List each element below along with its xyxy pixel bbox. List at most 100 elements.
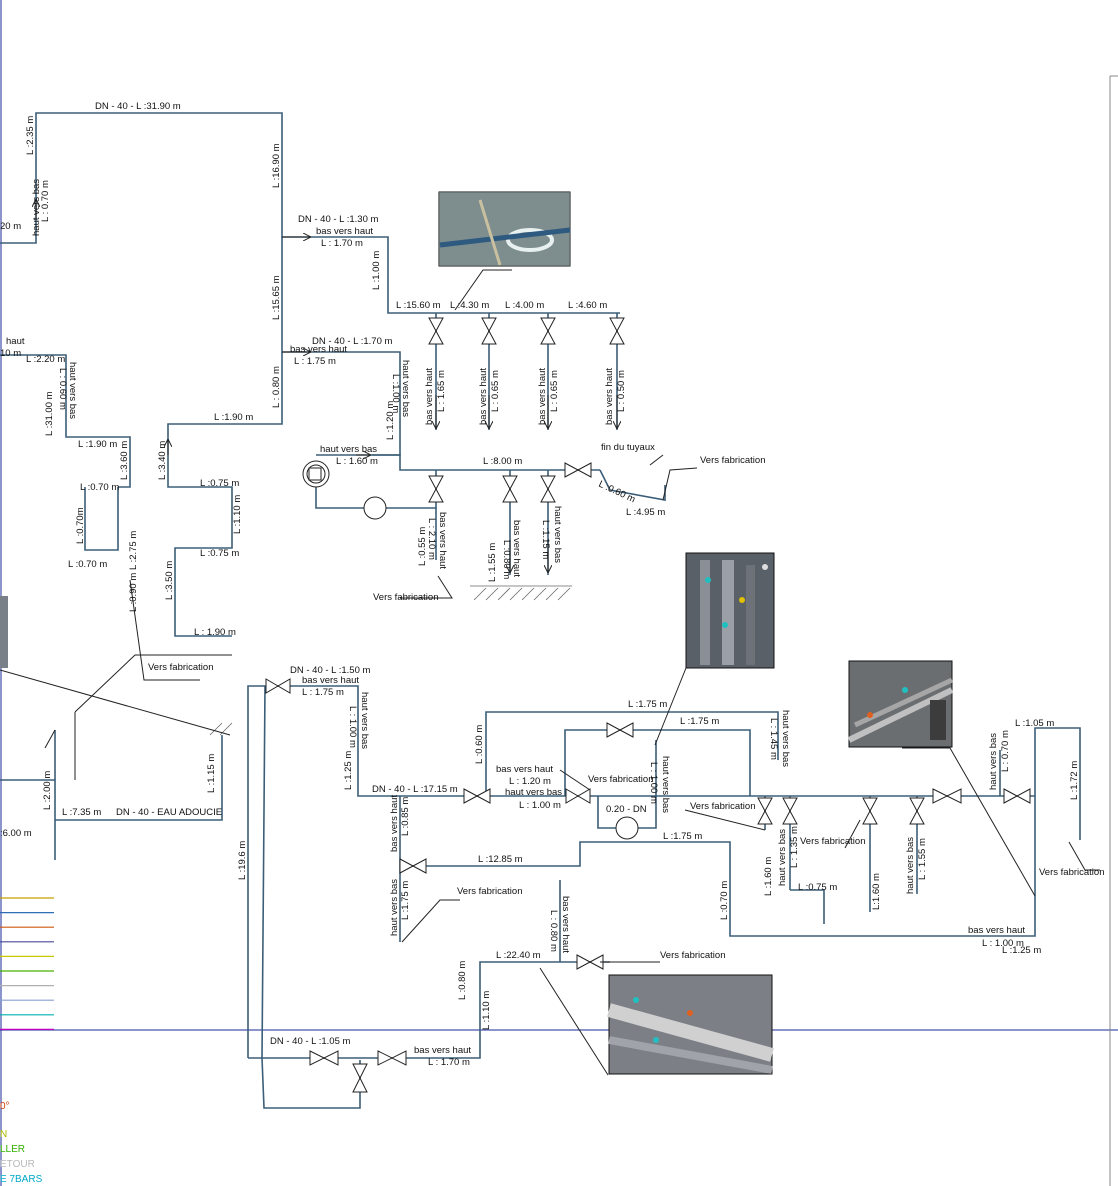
label: L :2.35 m <box>25 116 36 155</box>
label: L : 1.75 m <box>294 356 336 367</box>
valve <box>909 797 925 825</box>
flow-arrows <box>36 200 617 572</box>
label: L :0.90 m <box>128 573 139 612</box>
label: bas vers haut <box>560 896 571 953</box>
photo-4 <box>607 974 774 1075</box>
label: L : 1.55 m <box>917 838 928 880</box>
label: L :2.20 m <box>26 354 65 365</box>
valve <box>428 475 444 503</box>
label: L : 0.80 m <box>548 910 559 952</box>
label: L :1.25 m <box>343 751 354 790</box>
label: L :22.40 m <box>496 950 541 961</box>
label: bas vers haut <box>316 226 373 237</box>
label: DN - 40 - L :1.50 m <box>290 665 371 676</box>
valve <box>352 1063 368 1093</box>
valve <box>932 788 962 804</box>
leader-lines <box>0 269 1100 1076</box>
valve <box>481 317 497 345</box>
photo-3 <box>847 660 954 748</box>
label: bas vers haut <box>496 764 553 775</box>
label: L : 1.00 m <box>519 800 561 811</box>
legend-lines <box>0 897 54 1031</box>
valve <box>1003 788 1031 804</box>
label: L :1.75 m <box>400 881 411 920</box>
valve <box>576 954 604 970</box>
label: L :1.60 m <box>763 857 774 896</box>
label: L : 1.70 m <box>428 1057 470 1068</box>
label: L :7.35 m <box>62 807 101 818</box>
label: L :0.60 m <box>474 725 485 764</box>
legend-angle: 0° <box>0 1101 10 1112</box>
label: bas vers haut <box>437 512 448 569</box>
label: haut vers bas <box>660 756 671 813</box>
label: L : 1.70 m <box>321 238 363 249</box>
valve <box>606 722 634 738</box>
label: L :8.00 m <box>483 456 522 467</box>
label: L :1.75 m <box>663 831 702 842</box>
valve <box>463 788 491 804</box>
label: L :3.40 m <box>157 441 168 480</box>
label: L :0.75 m <box>200 548 239 559</box>
label: L :15.65 m <box>271 275 282 320</box>
label: haut vers bas <box>67 362 78 419</box>
label: L :0.60 m <box>597 479 637 506</box>
valve <box>428 317 444 345</box>
label: L :3.60 m <box>119 441 130 480</box>
label: DN - 40 - EAU ADOUCIE <box>116 807 222 818</box>
label: bas vers haut <box>968 925 1025 936</box>
label: bas vers haut <box>537 368 548 425</box>
label: haut vers bas <box>777 829 788 886</box>
label: L :2.00 m <box>42 771 53 810</box>
label: DN - 40 - L :1.05 m <box>270 1036 351 1047</box>
label: L :0.75 m <box>200 478 239 489</box>
label: L :1.10 m <box>232 495 243 534</box>
valves <box>265 317 1031 1093</box>
label: DN - 40 - L :1.70 m <box>312 336 393 347</box>
label: L : 1.45 m <box>768 718 779 760</box>
label: L :4.95 m <box>626 507 665 518</box>
pump-circle <box>363 496 387 520</box>
label: L : 0.80 m <box>271 366 282 408</box>
label: haut vers bas <box>320 444 377 455</box>
label: L :1.75 m <box>680 716 719 727</box>
label: L :1.05 m <box>1015 718 1054 729</box>
label: Vers fabrication <box>800 836 865 847</box>
valve <box>862 797 878 825</box>
valve <box>377 1050 407 1066</box>
label: haut vers bas <box>359 692 370 749</box>
label: L : 1.60 m <box>336 456 378 467</box>
label: Vers fabrication <box>148 662 213 673</box>
label: L :15.60 m <box>396 300 441 311</box>
label: haut vers bas <box>400 360 411 417</box>
label: L :1.15 m <box>540 520 551 559</box>
valve <box>309 1050 339 1066</box>
label: L :0.70m <box>75 507 86 544</box>
label: haut vers bas <box>552 506 563 563</box>
label: haut vers bas <box>988 733 999 790</box>
label: L : 1.65 m <box>436 370 447 412</box>
legend-item: N <box>0 1129 8 1140</box>
legend-item: LLER <box>0 1144 26 1155</box>
label: L :0.80 m <box>501 540 512 579</box>
label: L : 2.10 m <box>426 518 437 560</box>
label: L:1.60 m <box>871 873 882 910</box>
label: DN - 40 - L :1.30 m <box>298 214 379 225</box>
label: 0.20 - DN <box>606 804 647 815</box>
label: L :1.90 m <box>214 412 253 423</box>
valve <box>265 678 291 694</box>
label: DN - 40 - L :17.15 m <box>372 784 458 795</box>
label: bas vers haut <box>414 1045 471 1056</box>
label: haut vers bas <box>389 879 400 936</box>
label: L :1.20 m <box>385 401 396 440</box>
label: bas vers haut <box>424 368 435 425</box>
label: L :16.90 m <box>271 143 282 188</box>
label: L :1.15 m <box>206 754 217 793</box>
label: haut <box>6 336 25 347</box>
label: Vers fabrication <box>457 886 522 897</box>
label: L : 0.65 m <box>490 370 501 412</box>
label-top-dn: DN - 40 - L :31.90 m <box>95 101 181 112</box>
photo-1 <box>438 191 571 267</box>
label: L :0.80 m <box>457 961 468 1000</box>
valve <box>540 475 556 503</box>
